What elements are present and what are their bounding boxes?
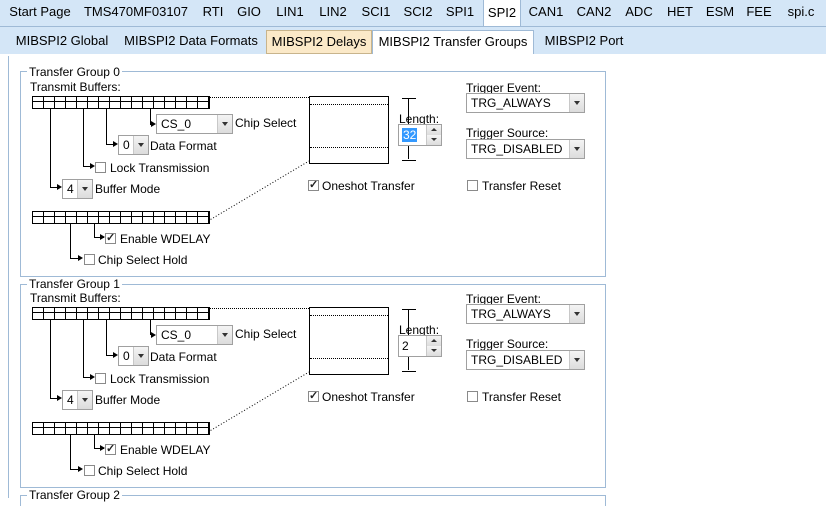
tab-spi1[interactable]: SPI1 (445, 4, 475, 19)
length-spinner[interactable]: 2 (398, 335, 442, 357)
chip-select-label: Chip Select (235, 327, 297, 341)
group-title: Transfer Group 2 (27, 488, 122, 502)
tab-can2[interactable]: CAN2 (576, 4, 612, 19)
tab-spi2[interactable]: SPI2 (483, 0, 521, 26)
lock-transmission-label: Lock Transmission (110, 372, 210, 386)
transmit-buffer-strip-bottom (32, 422, 210, 435)
tab-gio[interactable]: GIO (237, 4, 261, 19)
buffer-diagram-box (309, 307, 389, 375)
oneshot-transfer-label: Oneshot Transfer (322, 390, 415, 404)
chevron-down-icon (569, 140, 584, 158)
lock-transmission-checkbox[interactable] (95, 373, 106, 384)
trigger-event-label: Trigger Event: (466, 292, 541, 306)
sub-tab-bar: MIBSPI2 Global MIBSPI2 Data Formats MIBS… (0, 27, 826, 55)
group-title: Transfer Group 1 (27, 277, 122, 291)
enable-wdelay-checkbox[interactable] (105, 231, 116, 244)
buffer-diagram-box (309, 96, 389, 164)
chip-select-hold-label: Chip Select Hold (98, 464, 188, 478)
chevron-down-icon (133, 136, 148, 154)
data-format-dropdown[interactable]: 0 (118, 135, 149, 155)
oneshot-transfer-checkbox[interactable] (308, 389, 319, 402)
length-label: Length: (399, 323, 440, 337)
transmit-buffers-label: Transmit Buffers: (30, 80, 121, 94)
transmit-buffer-strip-top (32, 307, 210, 320)
chip-select-dropdown[interactable]: CS_0 (156, 325, 233, 345)
length-label: Length: (399, 112, 440, 126)
transmit-buffer-strip-bottom (32, 211, 210, 224)
trigger-source-label: Trigger Source: (466, 126, 549, 140)
chip-select-hold-checkbox[interactable] (84, 465, 95, 476)
transmit-buffer-strip-top (32, 96, 210, 109)
chip-select-dropdown[interactable]: CS_0 (156, 114, 233, 134)
subtab-mibspi2-port[interactable]: MIBSPI2 Port (544, 33, 624, 48)
oneshot-transfer-label: Oneshot Transfer (322, 179, 415, 193)
trigger-source-label: Trigger Source: (466, 337, 549, 351)
oneshot-transfer-checkbox[interactable] (308, 178, 319, 191)
tab-tms470mf03107[interactable]: TMS470MF03107 (83, 4, 189, 19)
buffer-mode-dropdown[interactable]: 4 (62, 179, 93, 199)
transfer-reset-label: Transfer Reset (482, 390, 561, 404)
enable-wdelay-label: Enable WDELAY (120, 232, 211, 246)
tab-adc[interactable]: ADC (625, 4, 653, 19)
tab-sci1[interactable]: SCI1 (361, 4, 391, 19)
chip-select-label: Chip Select (235, 116, 297, 130)
chevron-down-icon (217, 326, 232, 344)
length-spinner[interactable]: 32 (398, 124, 442, 146)
enable-wdelay-label: Enable WDELAY (120, 443, 211, 457)
transfer-reset-checkbox[interactable] (467, 180, 478, 191)
trigger-source-dropdown[interactable]: TRG_DISABLED (466, 350, 585, 370)
buffer-mode-label: Buffer Mode (95, 393, 161, 407)
buffer-mode-dropdown[interactable]: 4 (62, 390, 93, 410)
transmit-buffers-label: Transmit Buffers: (30, 291, 121, 305)
subtab-mibspi2-data-formats[interactable]: MIBSPI2 Data Formats (124, 33, 258, 48)
buffer-mode-label: Buffer Mode (95, 182, 161, 196)
lock-transmission-checkbox[interactable] (95, 162, 106, 173)
group-title: Transfer Group 0 (27, 65, 122, 79)
trigger-source-dropdown[interactable]: TRG_DISABLED (466, 139, 585, 159)
tab-start-page[interactable]: Start Page (9, 4, 71, 19)
tab-sci2[interactable]: SCI2 (403, 4, 433, 19)
chevron-down-icon (133, 347, 148, 365)
trigger-event-dropdown[interactable]: TRG_ALWAYS (466, 304, 585, 324)
subtab-mibspi2-global[interactable]: MIBSPI2 Global (15, 33, 109, 48)
chip-select-hold-label: Chip Select Hold (98, 253, 188, 267)
tab-lin2[interactable]: LIN2 (319, 4, 347, 19)
tab-esm[interactable]: ESM (705, 4, 735, 19)
tab-can1[interactable]: CAN1 (528, 4, 564, 19)
chevron-down-icon (77, 391, 92, 409)
trigger-event-label: Trigger Event: (466, 81, 541, 95)
tab-fee[interactable]: FEE (746, 4, 772, 19)
data-format-label: Data Format (150, 139, 217, 153)
lock-transmission-label: Lock Transmission (110, 161, 210, 175)
chevron-down-icon (217, 115, 232, 133)
trigger-event-dropdown[interactable]: TRG_ALWAYS (466, 93, 585, 113)
enable-wdelay-checkbox[interactable] (105, 442, 116, 455)
data-format-label: Data Format (150, 350, 217, 364)
subtab-mibspi2-delays[interactable]: MIBSPI2 Delays (266, 30, 372, 54)
chevron-down-icon (569, 351, 584, 369)
subtab-mibspi2-transfer-groups[interactable]: MIBSPI2 Transfer Groups (372, 30, 534, 55)
transfer-reset-label: Transfer Reset (482, 179, 561, 193)
chip-select-hold-checkbox[interactable] (84, 254, 95, 265)
chevron-down-icon (77, 180, 92, 198)
tab-spi-c[interactable]: spi.c (787, 4, 815, 19)
data-format-dropdown[interactable]: 0 (118, 346, 149, 366)
tab-rti[interactable]: RTI (202, 4, 224, 19)
tab-het[interactable]: HET (667, 4, 693, 19)
tab-lin1[interactable]: LIN1 (276, 4, 304, 19)
chevron-down-icon (569, 305, 584, 323)
transfer-reset-checkbox[interactable] (467, 391, 478, 402)
chevron-down-icon (569, 94, 584, 112)
main-tab-bar: Start Page TMS470MF03107 RTI GIO LIN1 LI… (0, 0, 826, 27)
